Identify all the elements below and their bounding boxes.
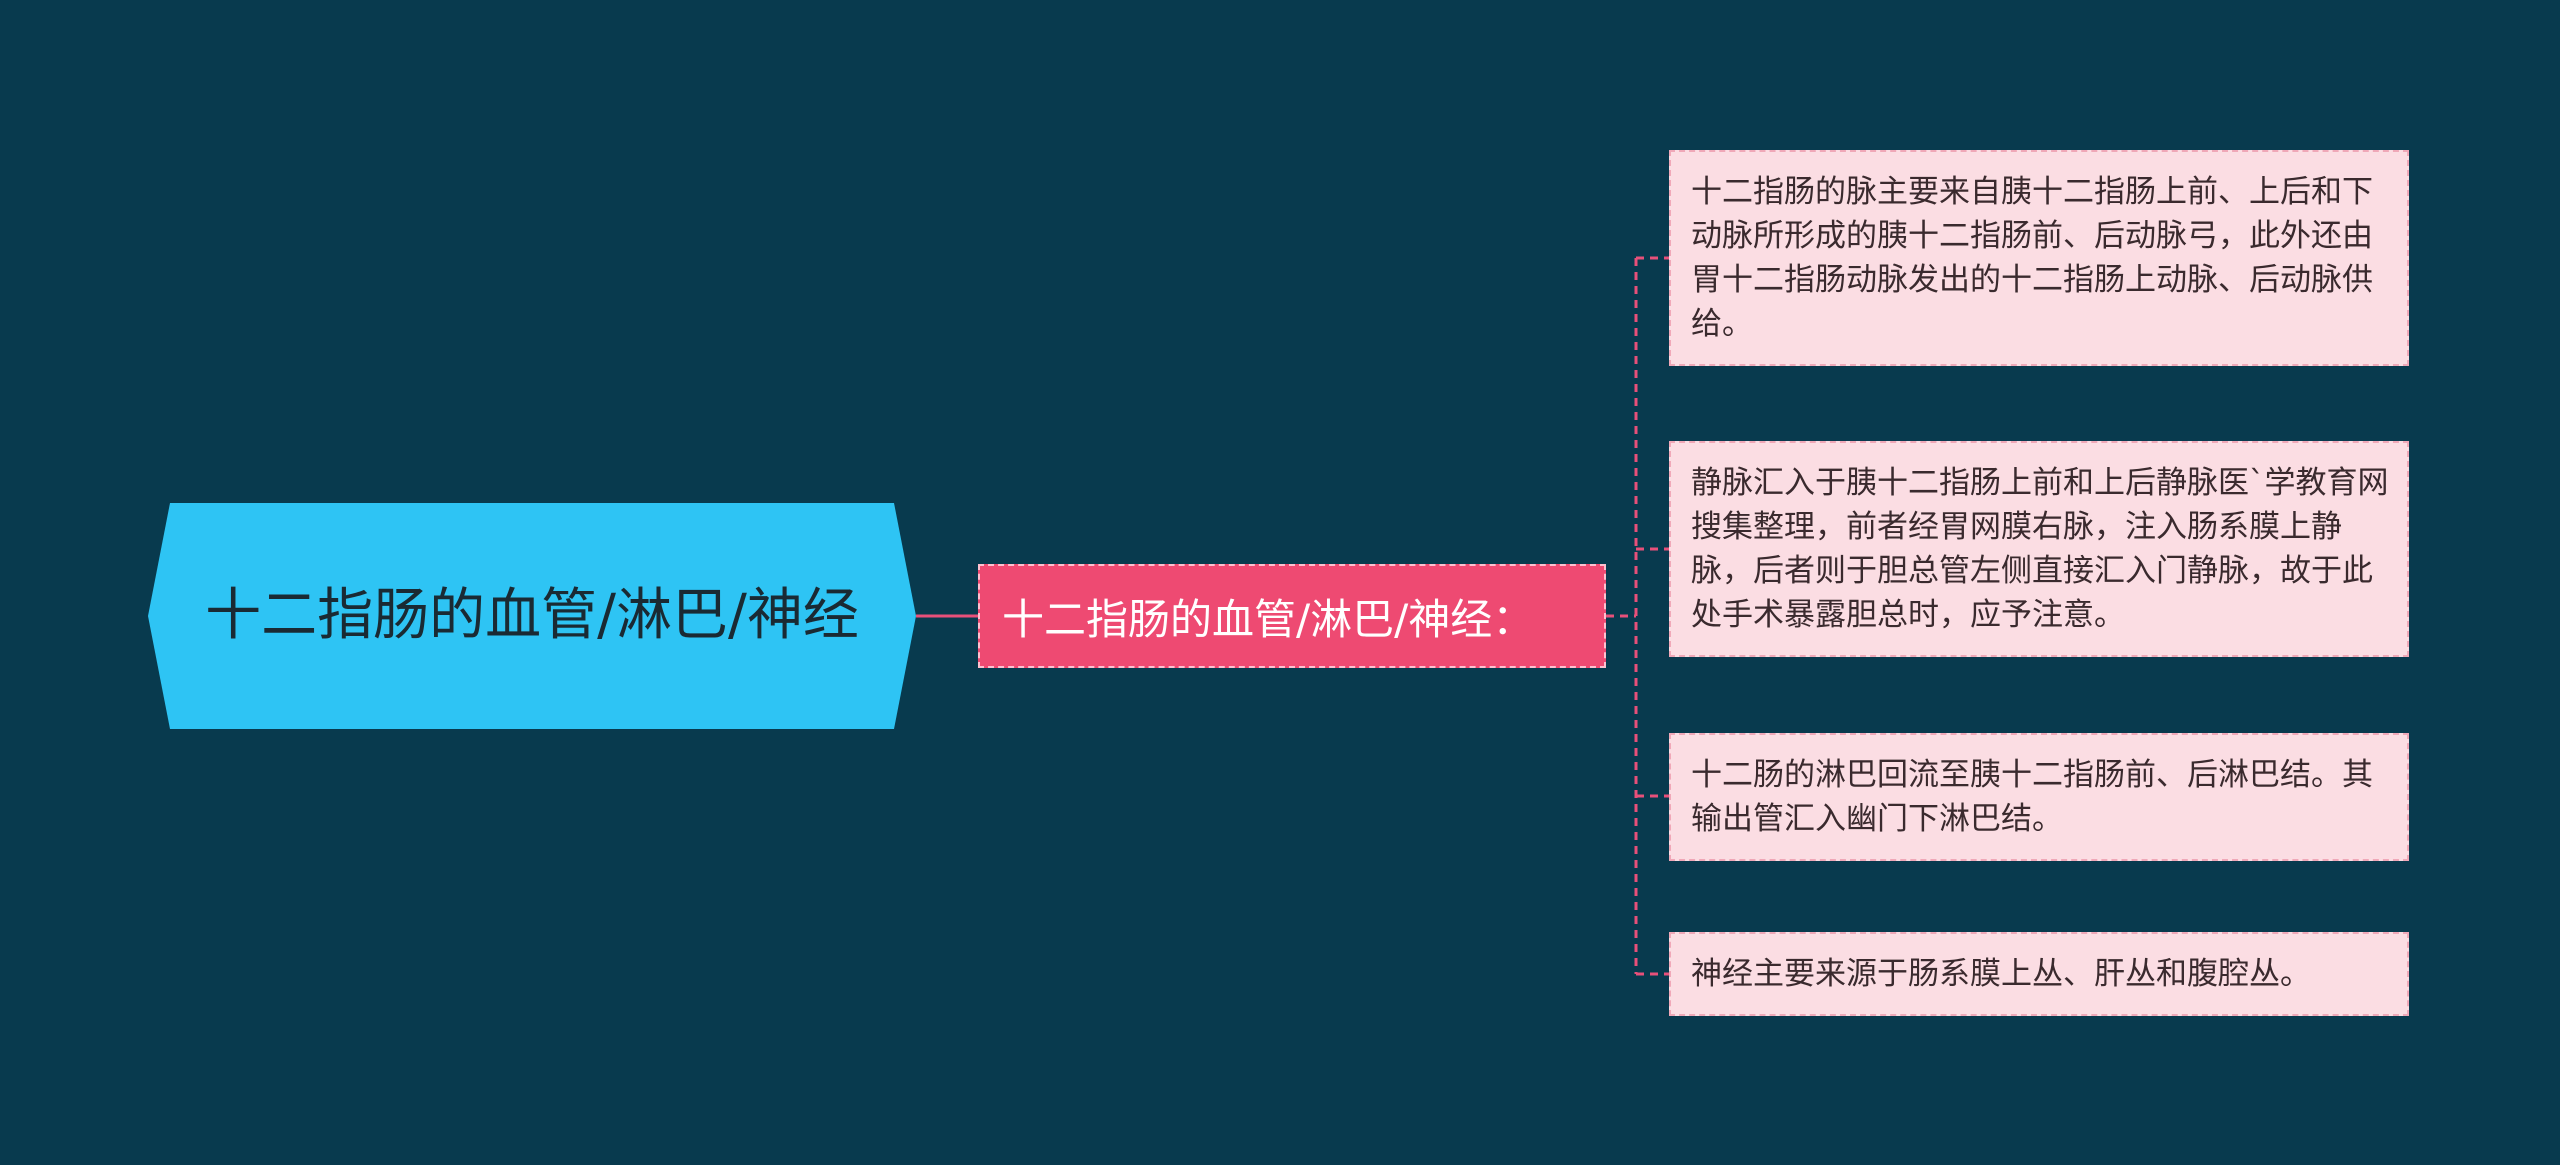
detail-node-text: 十二指肠的脉主要来自胰十二指肠上前、上后和下动脉所形成的胰十二指肠前、后动脉弓，… [1691,174,2373,342]
detail-node-nerves[interactable]: 神经主要来源于肠系膜上丛、肝丛和腹腔丛。 [1669,932,2409,1016]
detail-node-text: 静脉汇入于胰十二指肠上前和上后静脉医`学教育网搜集整理，前者经胃网膜右脉，注入肠… [1691,465,2389,633]
topic-node[interactable]: 十二指肠的血管/淋巴/神经： [978,564,1606,668]
detail-node-veins[interactable]: 静脉汇入于胰十二指肠上前和上后静脉医`学教育网搜集整理，前者经胃网膜右脉，注入肠… [1669,441,2409,657]
detail-node-text: 十二肠的淋巴回流至胰十二指肠前、后淋巴结。其输出管汇入幽门下淋巴结。 [1691,757,2373,837]
root-node[interactable]: 十二指肠的血管/淋巴/神经 [148,503,916,729]
detail-node-lymph[interactable]: 十二肠的淋巴回流至胰十二指肠前、后淋巴结。其输出管汇入幽门下淋巴结。 [1669,733,2409,861]
detail-node-arteries[interactable]: 十二指肠的脉主要来自胰十二指肠上前、上后和下动脉所形成的胰十二指肠前、后动脉弓，… [1669,150,2409,366]
root-node-label: 十二指肠的血管/淋巴/神经 [205,583,859,648]
topic-node-label: 十二指肠的血管/淋巴/神经： [1002,594,1535,644]
detail-node-text: 神经主要来源于肠系膜上丛、肝丛和腹腔丛。 [1691,956,2311,992]
